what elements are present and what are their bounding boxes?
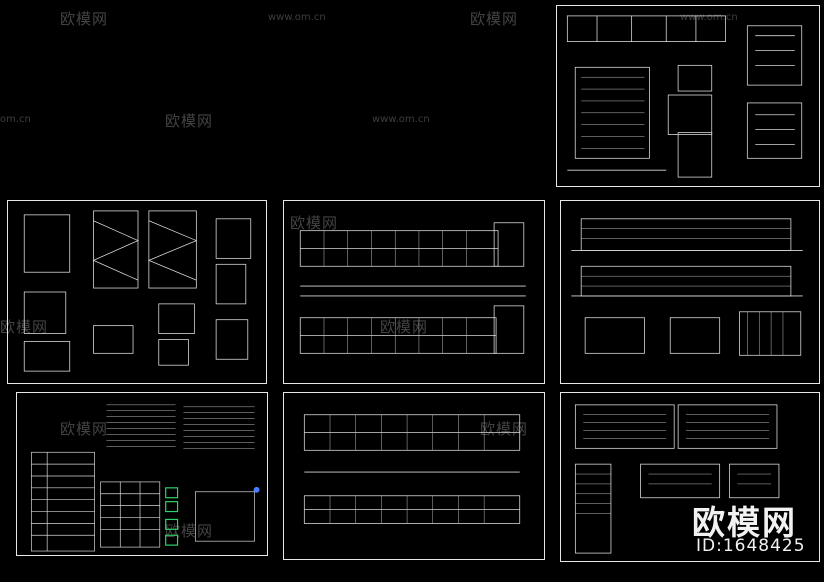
bottom-left-sheet (16, 392, 268, 556)
floor-plan-drawing (303, 414, 521, 524)
model-id-label: ID:1648425 (696, 536, 806, 556)
floor-plan-drawing (566, 15, 803, 178)
watermark-brand: 欧模网 (0, 318, 49, 336)
watermark-brand: 欧模网 (470, 10, 519, 28)
watermark-url: om.cn (0, 114, 31, 125)
bottom-right-sheet (560, 392, 820, 562)
middle-right-sheet (560, 200, 820, 384)
watermark-brand: 欧模网 (165, 112, 214, 130)
floor-plan-drawing (299, 222, 526, 354)
watermark-brand: 欧模网 (60, 420, 109, 438)
brand-logo-text: 欧模网 (692, 503, 797, 542)
classroom-layout-drawing (574, 404, 780, 554)
watermark-brand: 欧模网 (60, 10, 109, 28)
notes-and-tables-drawing (31, 404, 260, 552)
marker-dot (253, 486, 260, 493)
watermark-url: www.om.cn (372, 114, 430, 125)
middle-left-sheet (7, 200, 267, 384)
top-right-sheet (556, 5, 820, 187)
watermark-url: www.om.cn (268, 12, 326, 23)
watermark-brand: 欧模网 (290, 214, 339, 232)
watermark-brand: 欧模网 (380, 318, 429, 336)
watermark-brand: 欧模网 (480, 420, 529, 438)
middle-center-sheet (283, 200, 545, 384)
stair-detail-drawing (23, 210, 252, 372)
watermark-url: www.om.cn (680, 12, 738, 23)
elevation-drawing (571, 218, 803, 356)
bottom-center-sheet (283, 392, 545, 560)
